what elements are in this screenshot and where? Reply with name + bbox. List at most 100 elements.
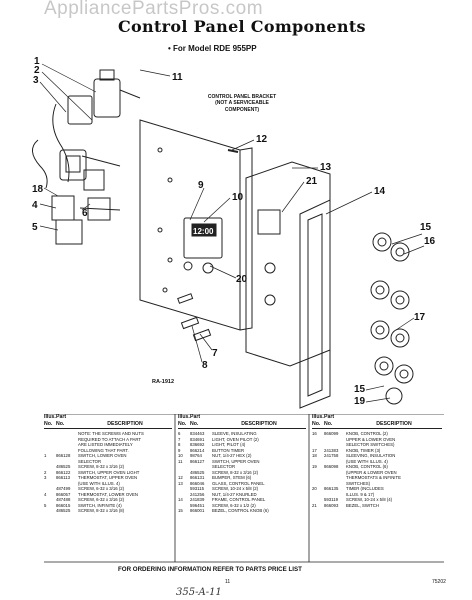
illus-number: 19: [312, 464, 317, 469]
part-number: 866098: [324, 464, 339, 469]
callout-4: 4: [32, 200, 38, 211]
part-description: SELECTOR: [78, 458, 102, 464]
part-number: 866057: [56, 491, 71, 497]
part-number: 486525: [56, 464, 71, 469]
part-description: SCREW, 6-32 x 1/2 (2): [212, 502, 256, 508]
timer-display: 12:00: [193, 227, 214, 236]
leader-lines: [39, 63, 425, 403]
part-description: LIGHT, PILOT (4): [212, 442, 246, 447]
callout-21: 21: [306, 176, 318, 187]
table-row: ILLUS. 9 & 17): [312, 492, 442, 498]
part-number: 866131: [190, 475, 205, 480]
part-description: KNOB, CONTROL (2): [346, 431, 388, 436]
header-part-no: No.: [324, 420, 333, 427]
part-number: 241383: [324, 447, 339, 453]
part-number: 866046: [190, 480, 205, 486]
table-row: SELECTOR SWITCHES): [312, 442, 442, 448]
callout-16: 16: [424, 236, 436, 247]
part-description: LIGHT, OVEN PILOT (2): [212, 436, 259, 442]
header-part: Part: [324, 414, 335, 420]
table-row: (USE WITH ILLUS. 4): [44, 481, 172, 487]
part-number: 866135: [324, 486, 339, 491]
header-illus: Illus.: [44, 414, 56, 420]
part-number: 241256: [190, 491, 205, 497]
control-panel-frame: [299, 199, 331, 409]
part-number: 866015: [56, 502, 71, 508]
part-number: 593119: [324, 497, 339, 502]
illus-number: 6: [178, 431, 181, 436]
part-description: SLEEVE, INSULATING: [212, 431, 257, 436]
part-description: SWITCH, UPPER OVEN LIGHT: [78, 469, 140, 475]
table-row: FOLLOWING THAT PART.: [44, 448, 172, 454]
part-number: 866214: [190, 447, 205, 453]
part-number: 866128: [56, 453, 71, 458]
part-number: 596451: [190, 502, 205, 508]
handwritten-note: 355-A-11: [176, 587, 222, 598]
callout-19: 19: [354, 396, 366, 407]
part-number: 866127: [190, 458, 205, 464]
page-number: 11: [225, 579, 231, 585]
callout-12: 12: [256, 134, 268, 145]
table-row: 19 866098 KNOB, CONTROL (6): [312, 464, 442, 470]
callout-20: 20: [236, 274, 248, 285]
callout-5: 5: [32, 222, 38, 233]
illus-number: 5: [44, 502, 47, 508]
part-number: 866099: [324, 431, 339, 436]
part-number: 487499: [56, 486, 71, 491]
part-description: NUT, 1/4-27 HEX (2): [212, 453, 252, 458]
header-no: No.: [178, 420, 187, 427]
ordering-note: FOR ORDERING INFORMATION REFER TO PARTS …: [118, 566, 302, 573]
illus-number: 3: [44, 475, 47, 480]
part-description: FOLLOWING THAT PART.: [78, 447, 129, 453]
illus-number: 1: [44, 453, 47, 458]
part-number: 866093: [324, 502, 339, 508]
table-rules: [44, 414, 444, 563]
callout-13: 13: [320, 162, 332, 173]
header-part: Part: [56, 414, 67, 420]
part-number: 241758: [324, 453, 339, 458]
illus-number: 9: [178, 447, 181, 453]
part-number: 486525: [56, 508, 71, 513]
part-description: KNOB, CONTROL (6): [346, 464, 388, 469]
part-number: 241839: [190, 497, 205, 502]
part-description: THERMOSTAT, UPPER OVEN: [78, 475, 138, 480]
header-description: DESCRIPTION: [241, 420, 277, 427]
table-row: UPPER & LOWER OVEN: [312, 437, 442, 443]
header-description: DESCRIPTION: [376, 420, 412, 427]
part-description: SCREW, 6-32 x 3/16 (2): [78, 497, 125, 502]
table-row: ARE LISTED IMMEDIATELY: [44, 442, 172, 448]
part-number: 593115: [190, 486, 205, 491]
callout-15-bottom: 15: [354, 384, 366, 395]
table-row: SELECTOR: [44, 459, 172, 465]
part-number: 834463: [190, 431, 205, 436]
header-no: No.: [312, 420, 321, 427]
illus-number: 8: [178, 442, 181, 447]
callout-1: 1: [34, 56, 40, 67]
part-description: BUMPER, STEM (6): [212, 475, 252, 480]
part-description: NOTE: THE SCREWS AND NUTS: [78, 431, 144, 436]
part-description: BEZEL, CONTROL KNOB (6): [212, 508, 269, 513]
header-illus: Illus.: [178, 414, 190, 420]
part-description: SCREW, 8-32 x 3/16 (2): [212, 469, 259, 475]
part-description: SCREW, 10-24 x 5/8 (4): [346, 497, 393, 502]
parts-column-1: Illus. Part No. No. DESCRIPTION NOTE: TH…: [44, 414, 172, 592]
callout-18: 18: [32, 184, 44, 195]
callout-6: 6: [82, 208, 88, 219]
illus-number: 15: [178, 508, 183, 513]
